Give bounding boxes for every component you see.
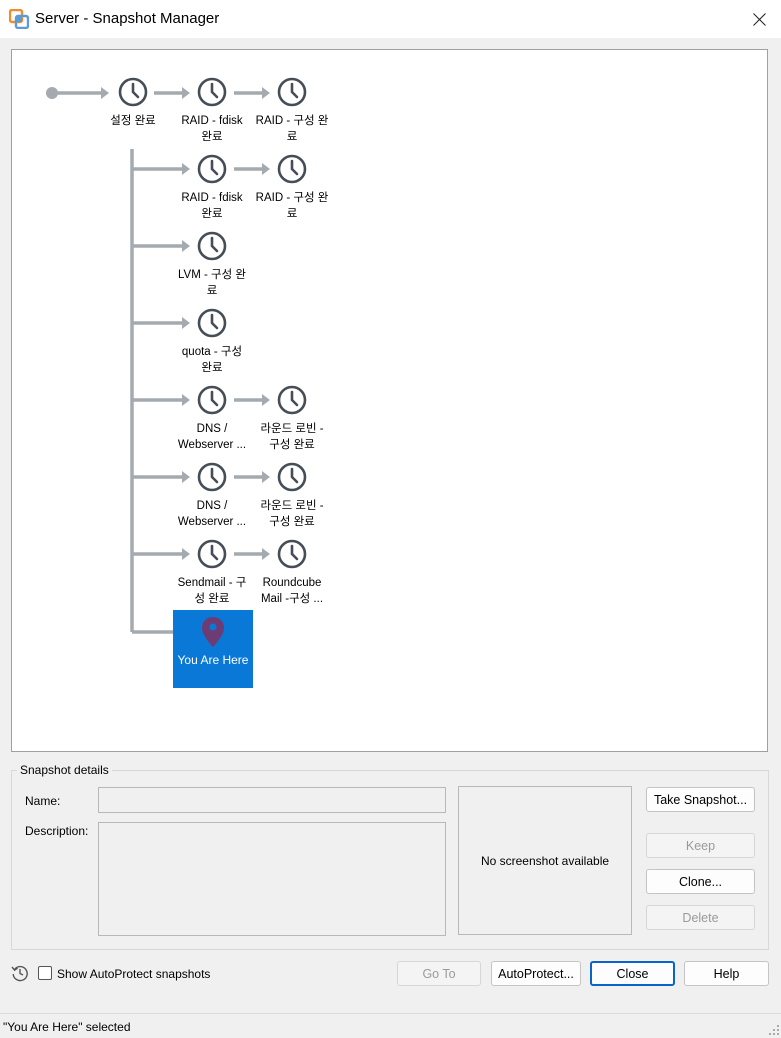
tree-connectors [46, 87, 270, 638]
history-icon [11, 965, 28, 982]
title-bar: Server - Snapshot Manager [0, 0, 781, 38]
show-autoprotect-label: Show AutoProtect snapshots [57, 967, 211, 981]
snapshot-node-label: 라운드 로빈 - 구성 완료 [260, 500, 324, 528]
no-screenshot-text: No screenshot available [480, 853, 610, 868]
autoprotect-button[interactable]: AutoProtect... [491, 961, 581, 986]
you-are-here-label: You Are Here [177, 653, 249, 667]
close-button[interactable]: Close [590, 961, 675, 986]
take-snapshot-button[interactable]: Take Snapshot... [646, 787, 755, 812]
clock-icon [197, 539, 227, 569]
screenshot-preview: No screenshot available [458, 786, 632, 935]
clock-icon [277, 385, 307, 415]
description-label: Description: [25, 824, 89, 838]
you-are-here-node[interactable]: You Are Here [173, 610, 253, 688]
clock-icon [197, 231, 227, 261]
snapshot-node-label: Sendmail - 구 성 완료 [177, 577, 247, 605]
status-text: "You Are Here" selected [3, 1020, 131, 1034]
snapshot-node-label: 설정 완료 [110, 115, 156, 127]
location-pin-icon [202, 617, 224, 647]
snapshot-node-label: RAID - fdisk 완료 [181, 192, 243, 220]
snapshot-details-title: Snapshot details [17, 763, 112, 777]
clock-icon [197, 308, 227, 338]
close-icon[interactable] [740, 0, 778, 38]
clock-icon [197, 154, 227, 184]
snapshot-node-label: LVM - 구성 완 료 [178, 269, 246, 297]
description-field[interactable] [98, 822, 446, 936]
snapshot-node-label: quota - 구성 완료 [181, 346, 243, 374]
snapshot-node-label: RAID - 구성 완 료 [255, 115, 329, 143]
snapshot-node-label: Roundcube Mail -구성 ... [260, 577, 324, 605]
snapshot-node-label: RAID - 구성 완 료 [255, 192, 329, 220]
snapshot-node-label: DNS / Webserver ... [177, 500, 247, 528]
clock-icon [197, 385, 227, 415]
clock-icon [277, 77, 307, 107]
resize-grip-icon[interactable] [768, 1024, 780, 1036]
snapshot-node-label: DNS / Webserver ... [177, 423, 247, 451]
status-bar: "You Are Here" selected [0, 1013, 781, 1038]
clock-icon [197, 462, 227, 492]
snapshot-tree[interactable] [11, 49, 768, 752]
clock-icon [277, 462, 307, 492]
snapshot-node-label: 라운드 로빈 - 구성 완료 [260, 423, 324, 451]
window-title: Server - Snapshot Manager [35, 10, 220, 27]
name-label: Name: [25, 794, 61, 808]
clone-button[interactable]: Clone... [646, 869, 755, 894]
vmware-app-icon [9, 9, 29, 29]
help-button[interactable]: Help [684, 961, 769, 986]
clock-icon [277, 539, 307, 569]
snapshot-details-group [11, 770, 769, 950]
name-field[interactable] [98, 787, 446, 813]
clock-icon [197, 77, 227, 107]
keep-button[interactable]: Keep [646, 833, 755, 858]
clock-icon [118, 77, 148, 107]
clock-icon [277, 154, 307, 184]
snapshot-node-label: RAID - fdisk 완료 [181, 115, 243, 143]
go-to-button[interactable]: Go To [397, 961, 481, 986]
delete-button[interactable]: Delete [646, 905, 755, 930]
show-autoprotect-checkbox[interactable] [38, 966, 52, 980]
